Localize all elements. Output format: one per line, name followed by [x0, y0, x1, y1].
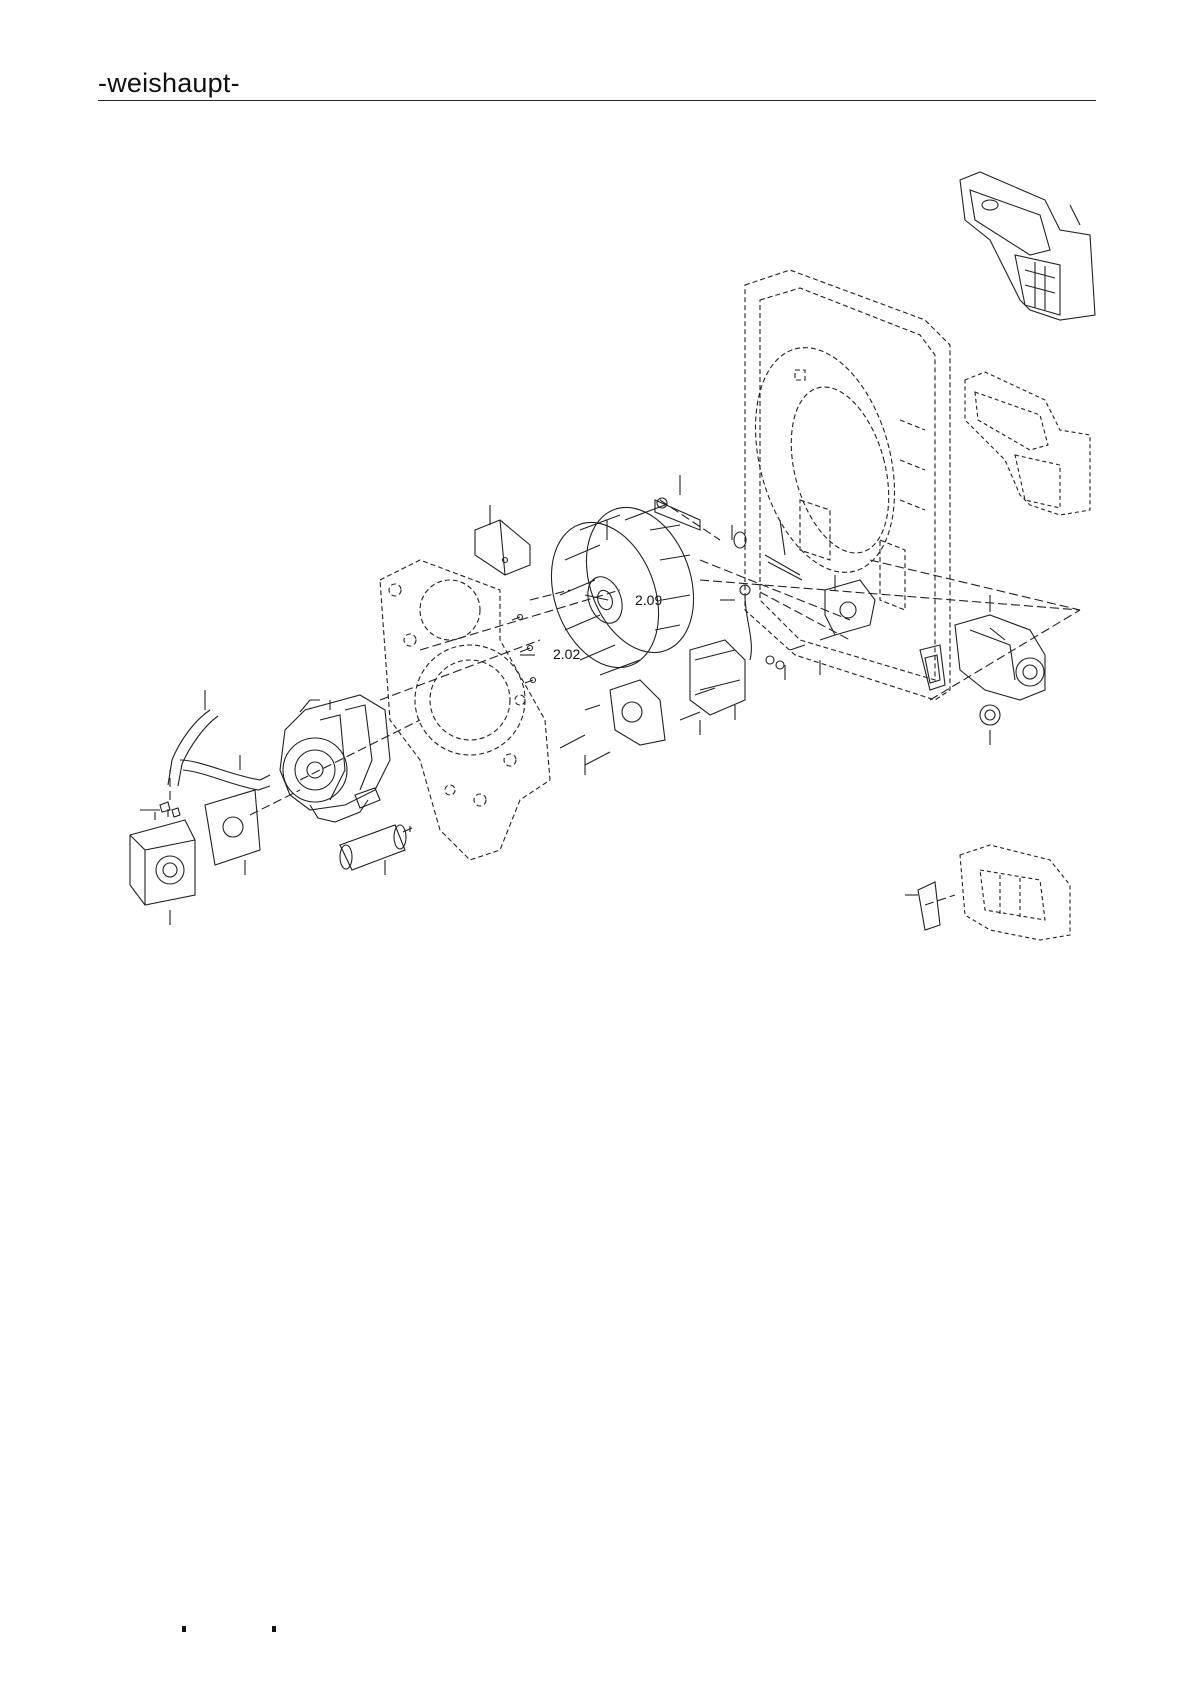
leader-lines — [140, 205, 1080, 925]
exploded-parts-diagram: 2.09 2.02 — [0, 0, 1191, 1000]
screws — [512, 615, 835, 766]
control-unit-mid — [965, 372, 1090, 515]
assembly-lines — [170, 500, 1080, 905]
motor — [280, 695, 390, 822]
capacitor — [340, 825, 412, 870]
gasket-small — [918, 882, 940, 930]
ignition-cable — [740, 585, 751, 660]
igniter — [825, 580, 875, 635]
footer-mark-left — [182, 1626, 186, 1632]
control-unit-bottom — [960, 845, 1070, 940]
hose-upper — [168, 710, 218, 786]
electrode-pin — [765, 555, 802, 580]
footer-mark-right — [272, 1626, 276, 1632]
control-unit-top — [960, 172, 1095, 320]
seal-ring — [920, 645, 945, 690]
ignition-transformer — [690, 640, 745, 715]
motor-flange-plate — [380, 560, 550, 860]
bushing — [734, 532, 746, 548]
callout-2-02: 2.02 — [553, 646, 580, 662]
clips — [160, 802, 180, 817]
hose-lower — [180, 760, 270, 790]
mounting-plate — [205, 790, 260, 865]
bracket — [475, 520, 530, 575]
nozzle — [980, 705, 1000, 725]
callout-2-09: 2.09 — [635, 592, 662, 608]
pressure-switch — [130, 809, 195, 905]
bearing-housing — [610, 680, 665, 745]
